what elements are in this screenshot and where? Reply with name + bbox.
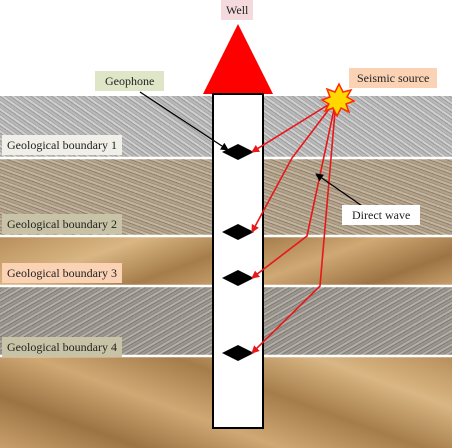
well-marker-triangle — [203, 24, 273, 94]
seismic-source-label: Seismic source — [349, 68, 438, 88]
ray-4 — [251, 99, 337, 354]
direct-wave-leader — [315, 173, 369, 211]
geophone-2 — [222, 224, 254, 240]
boundary-label-4: Geological boundary 4 — [2, 337, 122, 357]
boundary-label-3: Geological boundary 3 — [2, 263, 122, 283]
ray-2 — [251, 99, 337, 233]
geophone-1 — [222, 144, 254, 160]
geophone-4 — [222, 345, 254, 361]
direct-wave-label: Direct wave — [342, 205, 421, 225]
geophone-label: Geophone — [95, 71, 165, 91]
ray-3 — [251, 99, 337, 279]
seismic-source-burst — [320, 82, 356, 118]
boundary-label-1: Geological boundary 1 — [2, 135, 122, 155]
geophone-leader — [139, 91, 229, 151]
ray-direct-wave — [251, 99, 337, 153]
well-title: Well — [221, 0, 254, 20]
boundary-label-2: Geological boundary 2 — [2, 214, 122, 234]
geophone-3 — [222, 270, 254, 286]
